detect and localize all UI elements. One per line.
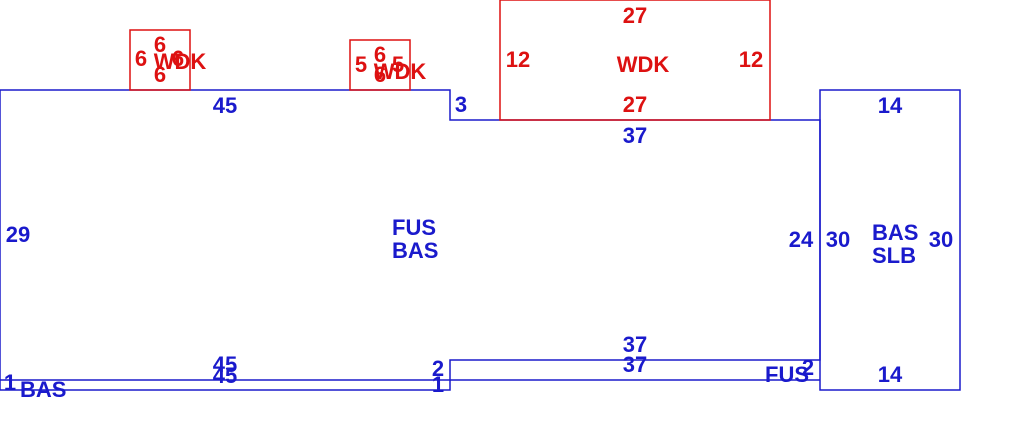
right-block-left-dim: 30 xyxy=(826,227,850,252)
wdk-large-bottom-dim: 27 xyxy=(623,92,647,117)
main-right-dim: 24 xyxy=(789,227,814,252)
main-left-dim: 29 xyxy=(6,222,30,247)
wdk-small2-right-dim: 5 xyxy=(392,52,404,77)
wdk-small1-right-dim: 6 xyxy=(172,46,184,71)
bottom-strip-outline xyxy=(0,380,451,391)
wdk-large-top-dim: 27 xyxy=(623,3,647,28)
wdk-small1-outline xyxy=(129,29,191,91)
wdk-large-outline xyxy=(499,0,771,121)
wdk-large-right-dim: 12 xyxy=(739,47,763,72)
wdk-small2-bottom-dim: 6 xyxy=(374,62,386,87)
main-bottom-upper-dim: 37 xyxy=(623,332,647,357)
main-bottom-left-upper-dim: 45 xyxy=(213,352,237,377)
right-block-label-line1: BAS xyxy=(872,220,918,245)
main-top-left-dim: 45 xyxy=(213,93,237,118)
main-bottom-step-dim2: 1 xyxy=(432,372,444,397)
main-bottom-step-dim: 2 xyxy=(432,356,444,381)
wdk-small2-label: WDK xyxy=(374,59,427,84)
main-label-line1: FUS xyxy=(392,215,436,240)
fus-small-label: FUS xyxy=(765,362,809,387)
main-label-line2: BAS xyxy=(392,238,438,263)
wdk-small1-left-dim: 6 xyxy=(135,46,147,71)
main-top-step-dim: 3 xyxy=(455,92,467,117)
right-block-top-dim: 14 xyxy=(878,93,903,118)
wdk-small1-label: WDK xyxy=(154,49,207,74)
fus-small-dim: 2 xyxy=(802,355,814,380)
main-bottom-left-lower-dim: 45 xyxy=(213,363,237,388)
right-block-label-line2: SLB xyxy=(872,243,916,268)
wdk-large-label: WDK xyxy=(617,52,670,77)
strip-bottom-label: BAS xyxy=(20,377,66,402)
main-bottom-lower-dim: 37 xyxy=(623,352,647,377)
wdk-small1-top-dim: 6 xyxy=(154,32,166,57)
right-block-right-dim: 30 xyxy=(929,227,953,252)
right-block-outline xyxy=(819,89,961,391)
wdk-small1-bottom-dim: 6 xyxy=(154,62,166,87)
main-top-right-dim: 37 xyxy=(623,123,647,148)
wdk-small2-outline xyxy=(349,39,411,91)
right-block-bottom-dim: 14 xyxy=(878,362,903,387)
wdk-small2-left-dim: 5 xyxy=(355,52,367,77)
main-bottom-corner-dim: 1 xyxy=(4,370,16,395)
wdk-large-left-dim: 12 xyxy=(506,47,530,72)
wdk-small2-top-dim: 6 xyxy=(374,42,386,67)
